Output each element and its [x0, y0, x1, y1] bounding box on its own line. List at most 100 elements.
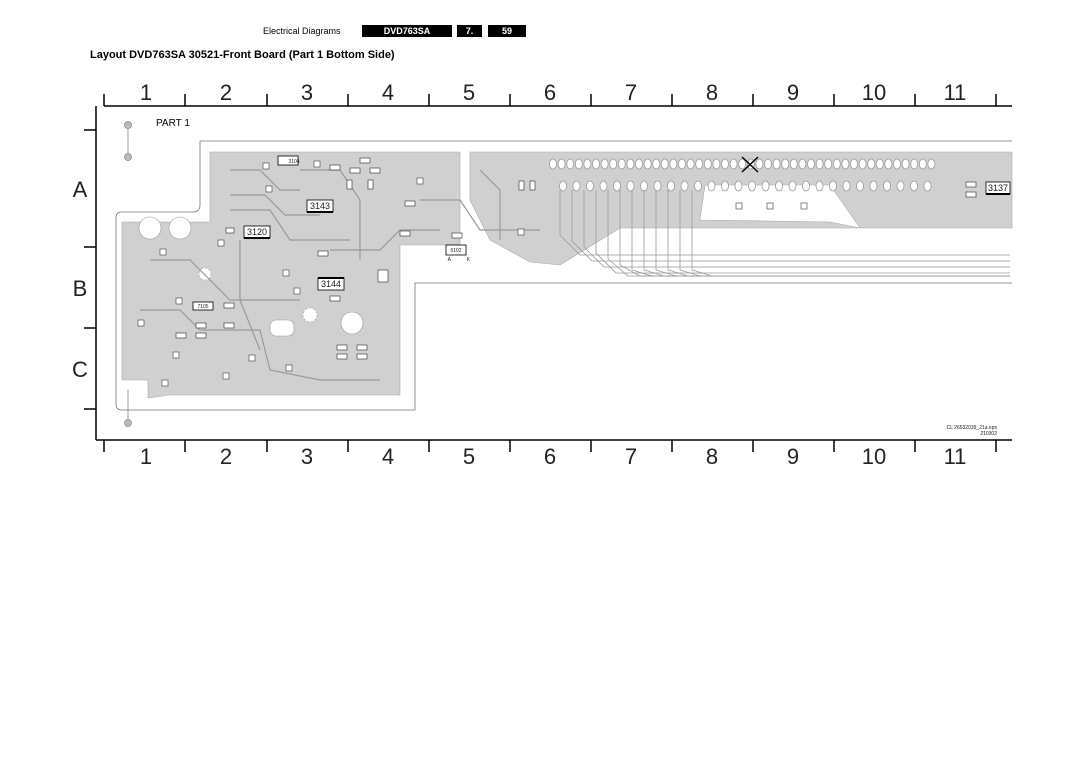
- connector-pad: [574, 158, 583, 170]
- col-label: 11: [944, 80, 967, 105]
- connector-pad: [712, 158, 721, 170]
- connector-pad: [832, 158, 841, 170]
- col-label: 10: [862, 80, 886, 105]
- connector-pad: [807, 158, 815, 170]
- connector-pad: [867, 158, 876, 170]
- connector-pad: [635, 158, 643, 170]
- connector-pad: [842, 180, 851, 192]
- component-ref: 7105: [197, 304, 208, 310]
- connector-pad: [927, 158, 936, 170]
- date-note: 210302: [980, 431, 997, 437]
- bus-trace: [691, 190, 1010, 277]
- col-label: 2: [220, 80, 232, 105]
- connector-pad: [626, 180, 635, 192]
- connector-pad: [850, 158, 858, 170]
- connector-pad: [626, 158, 635, 170]
- col-label: 1: [140, 80, 152, 105]
- board-outline: [115, 140, 1012, 411]
- component-ref: 3137: [988, 183, 1008, 193]
- connector-pads-top: [549, 158, 936, 170]
- connector-pad: [609, 158, 618, 170]
- connector-pad: [667, 180, 675, 192]
- connector-pad: [764, 158, 772, 170]
- connector-pad: [680, 180, 689, 192]
- connector-pad: [600, 158, 609, 170]
- connector-pad: [802, 180, 810, 192]
- col-label: 10: [862, 444, 886, 469]
- connector-pad: [884, 158, 893, 170]
- top-ruler: [103, 94, 997, 106]
- column-labels-top: 1 2 3 4 5 6 7 8 9 10 11: [140, 80, 967, 105]
- col-label: 8: [706, 444, 718, 469]
- connector-pad: [734, 180, 743, 192]
- col-label: 1: [140, 444, 152, 469]
- connector-pad: [829, 180, 837, 192]
- connector-pad: [896, 180, 905, 192]
- col-label: 3: [301, 444, 313, 469]
- col-label: 6: [544, 444, 556, 469]
- component-ref: 3104: [288, 159, 299, 165]
- bus-trace: [571, 190, 1010, 262]
- col-label: 11: [944, 444, 967, 469]
- traces: [140, 169, 540, 381]
- row-label: C: [72, 357, 88, 382]
- col-label: 2: [220, 444, 232, 469]
- connector-pad: [721, 180, 729, 192]
- connector-pad: [856, 180, 864, 192]
- connector-pad: [617, 158, 626, 170]
- bus-trace: [595, 190, 1010, 274]
- connector-pad: [557, 158, 566, 170]
- connector-pad: [824, 158, 833, 170]
- connector-pad: [695, 158, 704, 170]
- connector-pad: [738, 158, 747, 170]
- connector-pad: [592, 158, 600, 170]
- bus-trace: [583, 190, 1010, 268]
- mounting-posts: [124, 121, 132, 427]
- connector-pad: [729, 158, 738, 170]
- component-ref: K: [467, 257, 471, 263]
- connector-pad: [566, 158, 575, 170]
- connector-pad: [643, 158, 652, 170]
- chapter-badge: 7.: [457, 25, 482, 37]
- connector-pad: [599, 180, 608, 192]
- connector-pad: [798, 158, 807, 170]
- connector-pad: [640, 180, 648, 192]
- board-holes: [138, 216, 364, 337]
- section-label: Electrical Diagrams: [263, 26, 341, 36]
- connector-pad: [869, 180, 878, 192]
- connector-pad: [901, 158, 910, 170]
- left-ruler: [84, 129, 96, 410]
- bottom-ruler: [103, 440, 997, 452]
- col-label: 9: [787, 444, 799, 469]
- col-label: 9: [787, 80, 799, 105]
- col-label: 5: [463, 444, 475, 469]
- connector-pad: [858, 158, 867, 170]
- connector-pad: [660, 158, 669, 170]
- part-label: PART 1: [156, 118, 190, 129]
- page-title: Layout DVD763SA 30521-Front Board (Part …: [90, 49, 395, 61]
- connector-pad: [893, 158, 901, 170]
- connector-pad: [815, 158, 824, 170]
- row-label: A: [73, 177, 88, 202]
- connector-pad: [748, 180, 756, 192]
- column-labels-bottom: 1 2 3 4 5 6 7 8 9 10 11: [140, 444, 967, 469]
- connector-pad: [772, 158, 781, 170]
- col-label: 3: [301, 80, 313, 105]
- connector-pad: [703, 158, 712, 170]
- col-label: 8: [706, 80, 718, 105]
- connector-pad: [652, 158, 661, 170]
- connector-pad: [586, 180, 594, 192]
- connector-pad: [678, 158, 686, 170]
- connector-pad: [686, 158, 695, 170]
- connector-pad: [910, 158, 919, 170]
- connector-pad: [841, 158, 850, 170]
- connector-pad: [583, 158, 592, 170]
- via-markers: [137, 160, 808, 387]
- connector-pad: [549, 158, 557, 170]
- connector-pad: [721, 158, 729, 170]
- connector-pad: [694, 180, 702, 192]
- connector-pad: [669, 158, 678, 170]
- connector-pad: [755, 158, 764, 170]
- file-note: CL 26532039_21a.eps: [947, 425, 998, 431]
- col-label: 6: [544, 80, 556, 105]
